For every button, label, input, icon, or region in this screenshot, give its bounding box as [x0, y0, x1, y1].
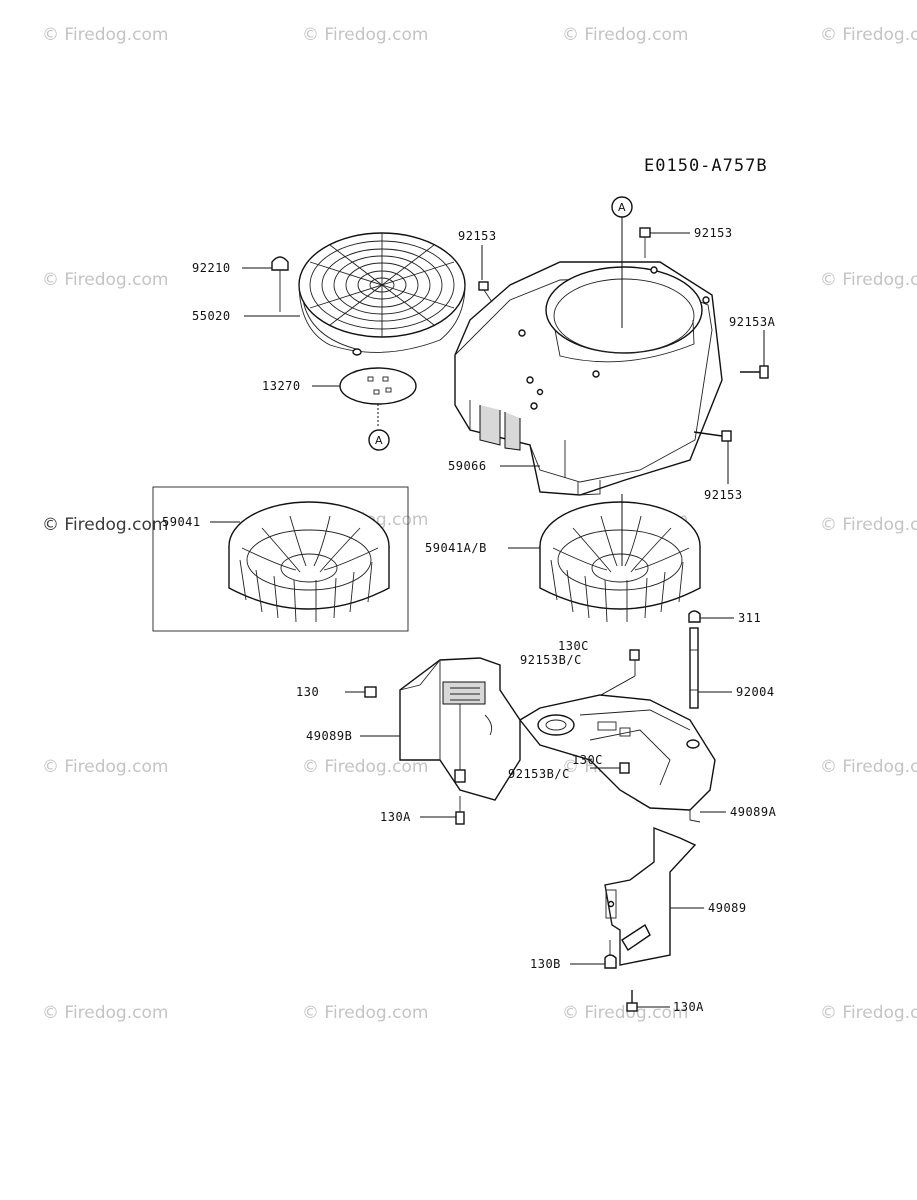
baffle-49089b[interactable] [399, 657, 521, 801]
watermark: © Firedog.com [42, 25, 168, 45]
watermark: © Firedog.com [42, 757, 168, 777]
watermark: © Firedog.com [820, 270, 917, 290]
watermark: © Firedog.com [42, 270, 168, 290]
bolt-92153a[interactable] [740, 365, 769, 379]
label-13270: 13270 [262, 379, 301, 393]
baffle-49089a[interactable] [518, 694, 716, 823]
svg-text:A: A [618, 201, 626, 214]
label-130c-top: 130C [558, 639, 589, 653]
label-92153a: 92153A [729, 315, 776, 329]
svg-text:A: A [375, 434, 383, 447]
label-59041: 59041 [162, 515, 201, 529]
label-59066: 59066 [448, 459, 487, 473]
bolt-130c-top[interactable] [629, 649, 640, 676]
label-130b: 130B [530, 957, 561, 971]
label-49089b: 49089B [306, 729, 352, 743]
label-130c-bottom: 130C [572, 753, 603, 767]
watermark: © Firedog.com [820, 25, 917, 45]
callout-a-left: A [368, 429, 390, 451]
watermark: © Firedog.com [820, 1003, 917, 1023]
bolt-130a-bottom[interactable] [626, 990, 638, 1012]
watermark: © Firedog.com [302, 757, 428, 777]
label-55020: 55020 [192, 309, 231, 323]
watermark: © Firedog.com [302, 25, 428, 45]
nut-92210[interactable] [271, 256, 289, 312]
label-130: 130 [296, 685, 319, 699]
fan-option-box [152, 486, 409, 632]
stud-92004[interactable] [689, 627, 699, 709]
watermark: © Firedog.com [562, 1003, 688, 1023]
baffle-49089[interactable] [604, 826, 697, 966]
label-92153bc-top: 92153B/C [520, 653, 582, 667]
label-130a-bottom: 130A [673, 1000, 704, 1014]
label-92153-right: 92153 [704, 488, 743, 502]
watermark: © Firedog.com [42, 1003, 168, 1023]
label-92153-left: 92153 [458, 229, 497, 243]
bolt-130b[interactable] [604, 940, 617, 969]
label-92153-top: 92153 [694, 226, 733, 240]
bolt-130c-bottom[interactable] [619, 762, 630, 774]
label-92004: 92004 [736, 685, 775, 699]
screen-guard-55020[interactable] [298, 232, 466, 356]
diagram-code: E0150-A757B [644, 156, 768, 176]
cooling-shroud-59066[interactable] [454, 261, 723, 496]
bolt-92153-right[interactable] [693, 430, 732, 442]
fan-59041ab[interactable] [539, 494, 701, 623]
label-49089: 49089 [708, 901, 747, 915]
watermark: © Firedog.com [820, 757, 917, 777]
fan-59041[interactable] [228, 501, 390, 623]
bolt-130[interactable] [345, 686, 377, 698]
watermark: © Firedog.com [562, 25, 688, 45]
label-311: 311 [738, 611, 761, 625]
bolt-92153-left[interactable] [478, 281, 493, 303]
label-130a-left: 130A [380, 810, 411, 824]
label-49089a: 49089A [730, 805, 777, 819]
label-59041ab: 59041A/B [425, 541, 487, 555]
plate-13270[interactable] [339, 367, 417, 428]
label-92210: 92210 [192, 261, 231, 275]
nut-311[interactable] [688, 610, 701, 623]
watermark: © Firedog.com [42, 515, 168, 535]
label-92153bc-bottom: 92153B/C [508, 767, 570, 781]
watermark: © Firedog.com [820, 515, 917, 535]
callout-a-top: A [611, 196, 633, 328]
bolt-130a-left[interactable] [455, 796, 465, 825]
watermark: © Firedog.com [302, 1003, 428, 1023]
bolt-92153-top[interactable] [639, 227, 651, 258]
